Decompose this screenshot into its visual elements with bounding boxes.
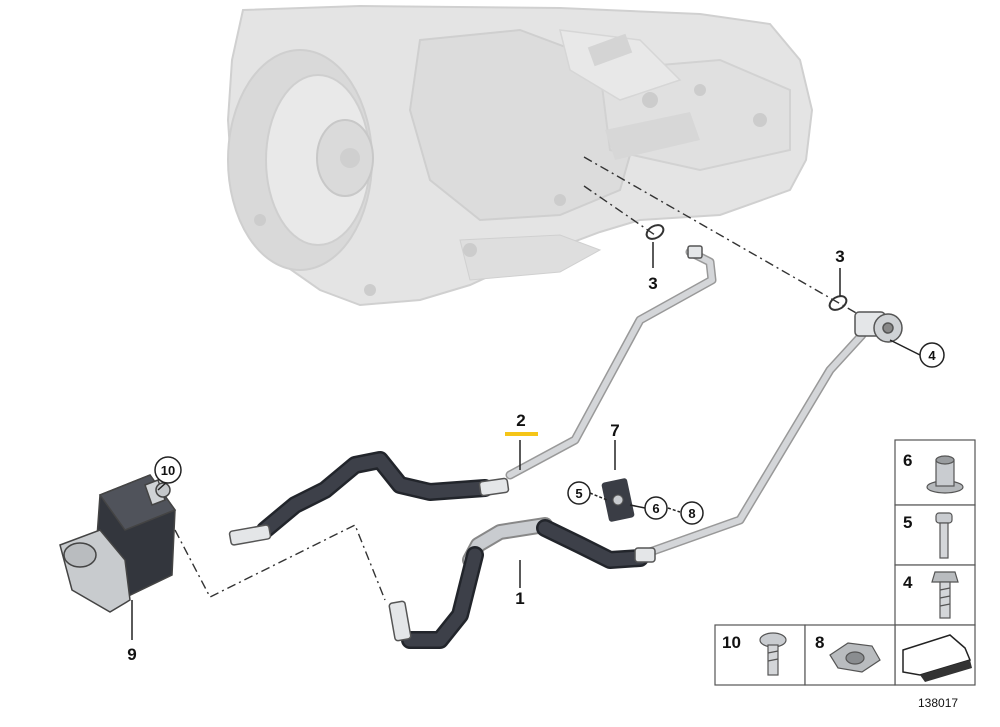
callout-8[interactable]: 8 [688, 506, 695, 521]
legend-part-5[interactable]: 5 [903, 513, 912, 532]
legend-part-6[interactable]: 6 [903, 451, 912, 470]
callout-5[interactable]: 5 [575, 486, 582, 501]
callout-2[interactable]: 2 [516, 411, 525, 430]
transmission-housing [226, 4, 814, 307]
o-rings [645, 224, 848, 311]
bolt-icon [935, 512, 953, 559]
callout-leaders [131, 242, 921, 640]
oil-cooler-pipes [462, 247, 867, 568]
callout-3-left[interactable]: 3 [648, 274, 657, 293]
callout-10[interactable]: 10 [161, 463, 175, 478]
hex-nut-icon [829, 642, 881, 673]
callout-6[interactable]: 6 [652, 501, 659, 516]
hose-fittings [228, 245, 903, 642]
bracket-clip [601, 478, 635, 522]
callout-9[interactable]: 9 [127, 645, 136, 664]
callout-4[interactable]: 4 [928, 348, 936, 363]
hex-bolt-icon [931, 571, 959, 619]
callout-7[interactable]: 7 [610, 421, 619, 440]
oil-cooler [59, 474, 177, 613]
legend-part-4[interactable]: 4 [903, 573, 913, 592]
rubber-hoses [256, 451, 649, 649]
legend-part-8[interactable]: 8 [815, 633, 824, 652]
small-parts-legend: 6 5 4 10 8 [714, 439, 976, 686]
screw-icon [759, 632, 787, 676]
callout-3-right[interactable]: 3 [835, 247, 844, 266]
legend-part-10[interactable]: 10 [722, 633, 741, 652]
dashed-leader-lines [174, 156, 866, 601]
catalog-number: 138017 [918, 696, 958, 710]
highlight-underline [505, 432, 538, 436]
callout-labels: 1 2 3 3 7 9 4 5 6 8 10 [127, 247, 945, 664]
callout-1[interactable]: 1 [515, 589, 524, 608]
arrow-pointer-icon [902, 634, 972, 682]
sleeve-nut-icon [926, 455, 964, 494]
